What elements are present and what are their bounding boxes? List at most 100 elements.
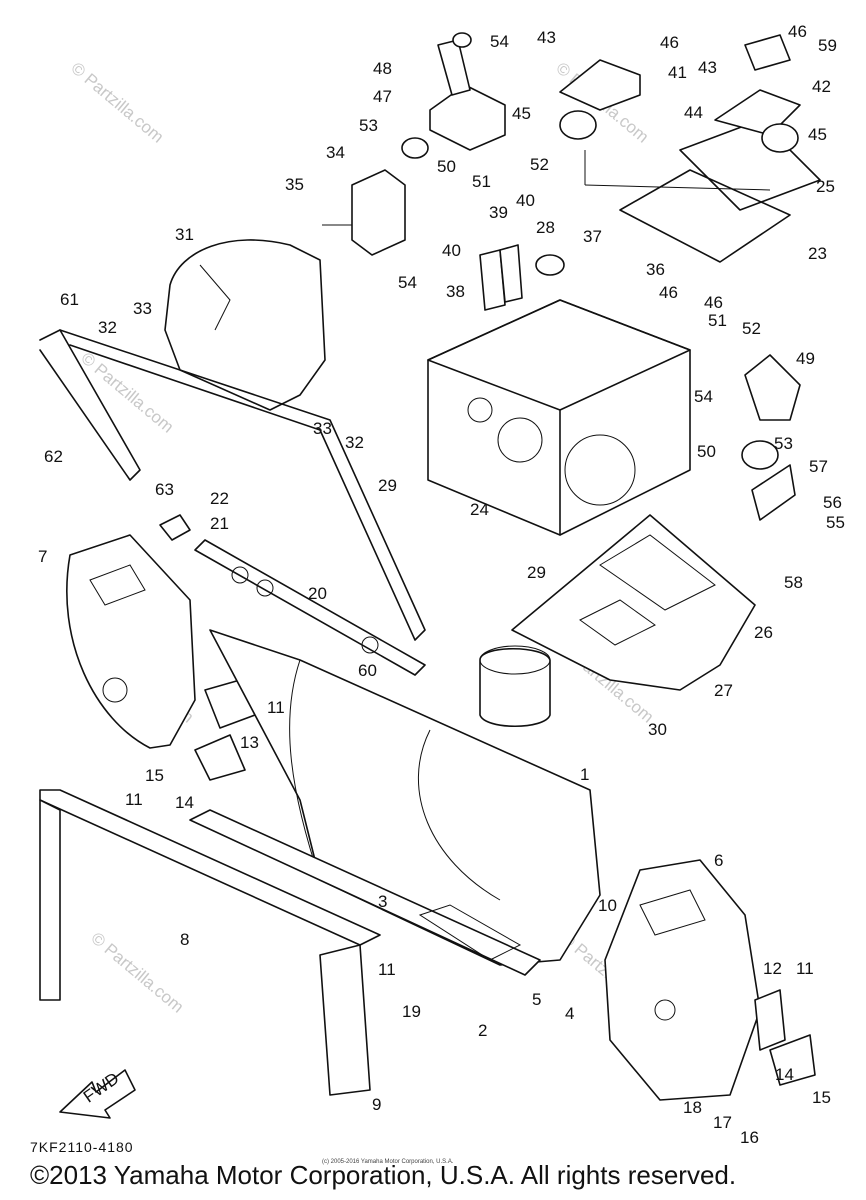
callout-45: 45 [808, 125, 827, 144]
callout-12: 12 [763, 959, 782, 978]
callout-19: 19 [402, 1002, 421, 1021]
callout-46: 46 [704, 293, 723, 312]
callout-50: 50 [697, 442, 716, 461]
callout-13: 13 [240, 733, 259, 752]
callout-54: 54 [694, 387, 713, 406]
part-code: 7KF2110-4180 [30, 1139, 134, 1155]
callout-54: 54 [490, 32, 509, 51]
callout-1: 1 [580, 765, 589, 784]
callout-55: 55 [826, 513, 845, 532]
callout-25: 25 [816, 177, 835, 196]
callout-51: 51 [472, 172, 491, 191]
side-plate-6 [604, 859, 816, 1101]
callout-45: 45 [512, 104, 531, 123]
callout-11: 11 [125, 790, 143, 809]
callout-52: 52 [530, 155, 549, 174]
auger-housing-1 [209, 629, 601, 966]
callout-8: 8 [180, 930, 189, 949]
callout-44: 44 [684, 103, 703, 122]
callout-52: 52 [742, 319, 761, 338]
fwd-arrow: FWD [59, 1069, 136, 1119]
callout-32: 32 [345, 433, 364, 452]
cover-plate-26 [511, 514, 756, 691]
callout-15: 15 [812, 1088, 831, 1107]
callout-35: 35 [285, 175, 304, 194]
callout-37: 37 [583, 227, 602, 246]
callout-14: 14 [775, 1065, 794, 1084]
callout-21: 21 [210, 514, 229, 533]
callout-32: 32 [98, 318, 117, 337]
bracket-47-48 [401, 32, 506, 159]
callout-53: 53 [359, 116, 378, 135]
callout-14: 14 [175, 793, 194, 812]
callout-11: 11 [267, 698, 285, 717]
callout-11: 11 [378, 960, 396, 979]
callout-29: 29 [527, 563, 546, 582]
callout-22: 22 [210, 489, 229, 508]
callout-61: 61 [60, 290, 79, 309]
watermark: © Partzilla.com [77, 349, 177, 437]
callout-24: 24 [470, 500, 489, 519]
callout-51: 51 [708, 311, 727, 330]
callout-40: 40 [516, 191, 535, 210]
callout-59: 59 [818, 36, 837, 55]
callout-57: 57 [809, 457, 828, 476]
stay-61 [39, 329, 426, 641]
callout-20: 20 [308, 584, 327, 603]
callout-11: 11 [796, 959, 814, 978]
right-mounts [741, 354, 801, 521]
callout-62: 62 [44, 447, 63, 466]
callout-28: 28 [536, 218, 555, 237]
callout-47: 47 [373, 87, 392, 106]
callout-58: 58 [784, 573, 803, 592]
engine-mounts [559, 34, 801, 153]
callout-15: 15 [145, 766, 164, 785]
callout-2: 2 [478, 1021, 487, 1040]
callout-43: 43 [537, 28, 556, 47]
watermark: © Partzilla.com [67, 59, 167, 147]
callout-16: 16 [740, 1128, 759, 1147]
callout-33: 33 [133, 299, 152, 318]
callout-7: 7 [38, 547, 47, 566]
callout-23: 23 [808, 244, 827, 263]
callout-31: 31 [175, 225, 194, 244]
callout-53: 53 [774, 434, 793, 453]
callout-6: 6 [714, 851, 723, 870]
frame-8 [39, 789, 381, 1096]
callout-27: 27 [714, 681, 733, 700]
callout-4: 4 [565, 1004, 574, 1023]
callout-60: 60 [358, 661, 377, 680]
callout-33: 33 [313, 419, 332, 438]
callout-39: 39 [489, 203, 508, 222]
callout-41: 41 [668, 63, 687, 82]
callout-17: 17 [713, 1113, 732, 1132]
callout-54: 54 [398, 273, 417, 292]
callout-42: 42 [812, 77, 831, 96]
callout-46: 46 [660, 33, 679, 52]
callout-49: 49 [796, 349, 815, 368]
callout-26: 26 [754, 623, 773, 642]
callout-9: 9 [372, 1095, 381, 1114]
callout-36: 36 [646, 260, 665, 279]
bracket-34 [322, 169, 406, 256]
callout-63: 63 [155, 480, 174, 499]
callout-3: 3 [378, 892, 387, 911]
callout-29: 29 [378, 476, 397, 495]
scraper-3 [189, 809, 541, 976]
callout-50: 50 [437, 157, 456, 176]
callout-34: 34 [326, 143, 345, 162]
callout-46: 46 [788, 22, 807, 41]
callout-5: 5 [532, 990, 541, 1009]
callout-46: 46 [659, 283, 678, 302]
callout-56: 56 [823, 493, 842, 512]
watermark: © Partzilla.com [87, 929, 187, 1017]
shroud-31 [164, 239, 326, 411]
callout-10: 10 [598, 896, 617, 915]
callout-38: 38 [446, 282, 465, 301]
callout-43: 43 [698, 58, 717, 77]
callout-40: 40 [442, 241, 461, 260]
gearbox-housing-24 [427, 244, 691, 536]
small-copyright: (c) 2005-2016 Yamaha Motor Corporation, … [322, 1159, 454, 1165]
